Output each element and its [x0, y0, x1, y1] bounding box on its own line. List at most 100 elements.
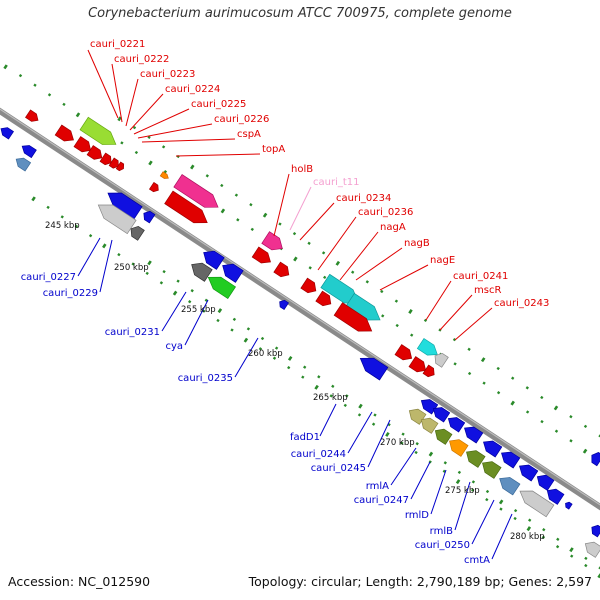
- gene-arrow: [273, 261, 290, 278]
- tick-dot: [554, 429, 559, 433]
- tick-dot: [480, 357, 486, 363]
- gene-arrow: [115, 161, 125, 172]
- tick-dot: [540, 395, 544, 400]
- gene-arrow: [15, 157, 32, 172]
- gene-arrow: [519, 490, 555, 518]
- gene-label: rmlD: [405, 510, 429, 521]
- tick-dot: [414, 450, 418, 455]
- gene-arrow: [591, 524, 600, 538]
- tick-dot: [120, 141, 124, 145]
- gene-label: cauri_t11: [313, 177, 360, 188]
- tick-dot: [260, 336, 265, 341]
- tick-dot: [234, 193, 239, 197]
- accession-text: Accession: NC_012590: [8, 574, 151, 589]
- tick-dot: [584, 556, 588, 561]
- gene-label: fadD1: [290, 432, 320, 443]
- gene-label: mscR: [474, 285, 501, 296]
- gene-label: cauri_0223: [140, 69, 195, 80]
- gene-arrow: [191, 262, 213, 282]
- tick-dot: [314, 384, 319, 390]
- tick-dot: [307, 241, 311, 245]
- tick-dot: [60, 215, 64, 219]
- tick-dot: [335, 260, 341, 266]
- gene-label: topA: [262, 144, 285, 155]
- gene-arrow: [546, 488, 565, 505]
- tick-dot: [555, 545, 560, 549]
- gene-arrow: [222, 263, 244, 283]
- gene-arrow: [408, 356, 427, 373]
- gene-arrow: [584, 541, 600, 558]
- tick-dot: [258, 347, 263, 351]
- tick-dot: [485, 489, 490, 494]
- gene-arrow: [449, 439, 469, 457]
- gene-label: cauri_0221: [90, 39, 145, 50]
- tick-dot: [220, 208, 226, 214]
- forward-gene-labels: cauri_0221cauri_0222cauri_0223cauri_0224…: [90, 39, 549, 309]
- tick-dot: [570, 554, 574, 558]
- tick-dot: [385, 431, 390, 437]
- genome-summary-text: Topology: circular; Length: 2,790,189 bp…: [248, 574, 592, 589]
- gene-arrow: [519, 464, 539, 482]
- gene-label: cmtA: [464, 555, 490, 566]
- tick-dot: [161, 145, 166, 149]
- tick-dot: [88, 234, 93, 238]
- tick-dot: [528, 518, 532, 522]
- gene-arrow: [173, 174, 219, 208]
- gene-arrow: [315, 290, 332, 307]
- tick-dot: [467, 371, 472, 376]
- tick-dot: [525, 386, 529, 390]
- tick-dot: [287, 355, 293, 361]
- tick-dot: [540, 419, 544, 424]
- tick-dot: [176, 279, 180, 283]
- tick-dot: [159, 281, 164, 285]
- leader-line: [77, 237, 101, 277]
- gene-arrow: [536, 474, 555, 491]
- tick-dot: [395, 323, 399, 328]
- leader-line: [319, 403, 337, 437]
- tick-dot: [357, 413, 362, 417]
- tick-dot: [541, 535, 546, 539]
- gene-arrow: [591, 452, 600, 467]
- gene-arrow: [164, 190, 208, 224]
- tick-dot: [145, 271, 149, 276]
- gene-label: cauri_0236: [358, 207, 413, 218]
- tick-dot: [569, 439, 573, 443]
- label-leader-lines: [77, 49, 513, 560]
- leader-line: [99, 239, 113, 293]
- gene-arrow: [359, 357, 389, 381]
- gene-label: cauri_0227: [21, 272, 76, 283]
- tick-dot: [131, 262, 135, 266]
- tick-dot: [117, 116, 122, 122]
- leader-line: [273, 173, 290, 237]
- gene-arrow: [499, 477, 521, 496]
- leader-line: [317, 216, 357, 271]
- tick-dot: [542, 527, 546, 532]
- tick-dot: [329, 394, 333, 398]
- tick-dot: [278, 222, 282, 226]
- tick-dot: [236, 218, 240, 222]
- leader-line: [133, 108, 190, 135]
- leader-line: [137, 123, 213, 139]
- gene-label: rmlB: [430, 526, 453, 537]
- tick-dot: [243, 337, 249, 343]
- tick-dot: [303, 365, 307, 369]
- tick-dot: [467, 347, 471, 351]
- tick-dot: [47, 93, 52, 97]
- gene-label: cauri_0244: [291, 449, 346, 460]
- gene-label: cauri_0235: [178, 373, 233, 384]
- tick-dot: [345, 394, 349, 398]
- tick-dot: [176, 154, 180, 159]
- tick-dot: [188, 300, 192, 304]
- tick-dot: [498, 499, 504, 505]
- gene-arrow: [345, 292, 381, 321]
- tick-dot: [317, 375, 321, 379]
- gene-label: cspA: [237, 129, 261, 140]
- gene-features: [0, 109, 600, 558]
- gene-arrow: [107, 192, 143, 220]
- gene-arrow: [143, 210, 156, 224]
- leader-line: [339, 231, 379, 281]
- tick-dot: [582, 448, 588, 454]
- gene-label: cauri_0229: [43, 288, 98, 299]
